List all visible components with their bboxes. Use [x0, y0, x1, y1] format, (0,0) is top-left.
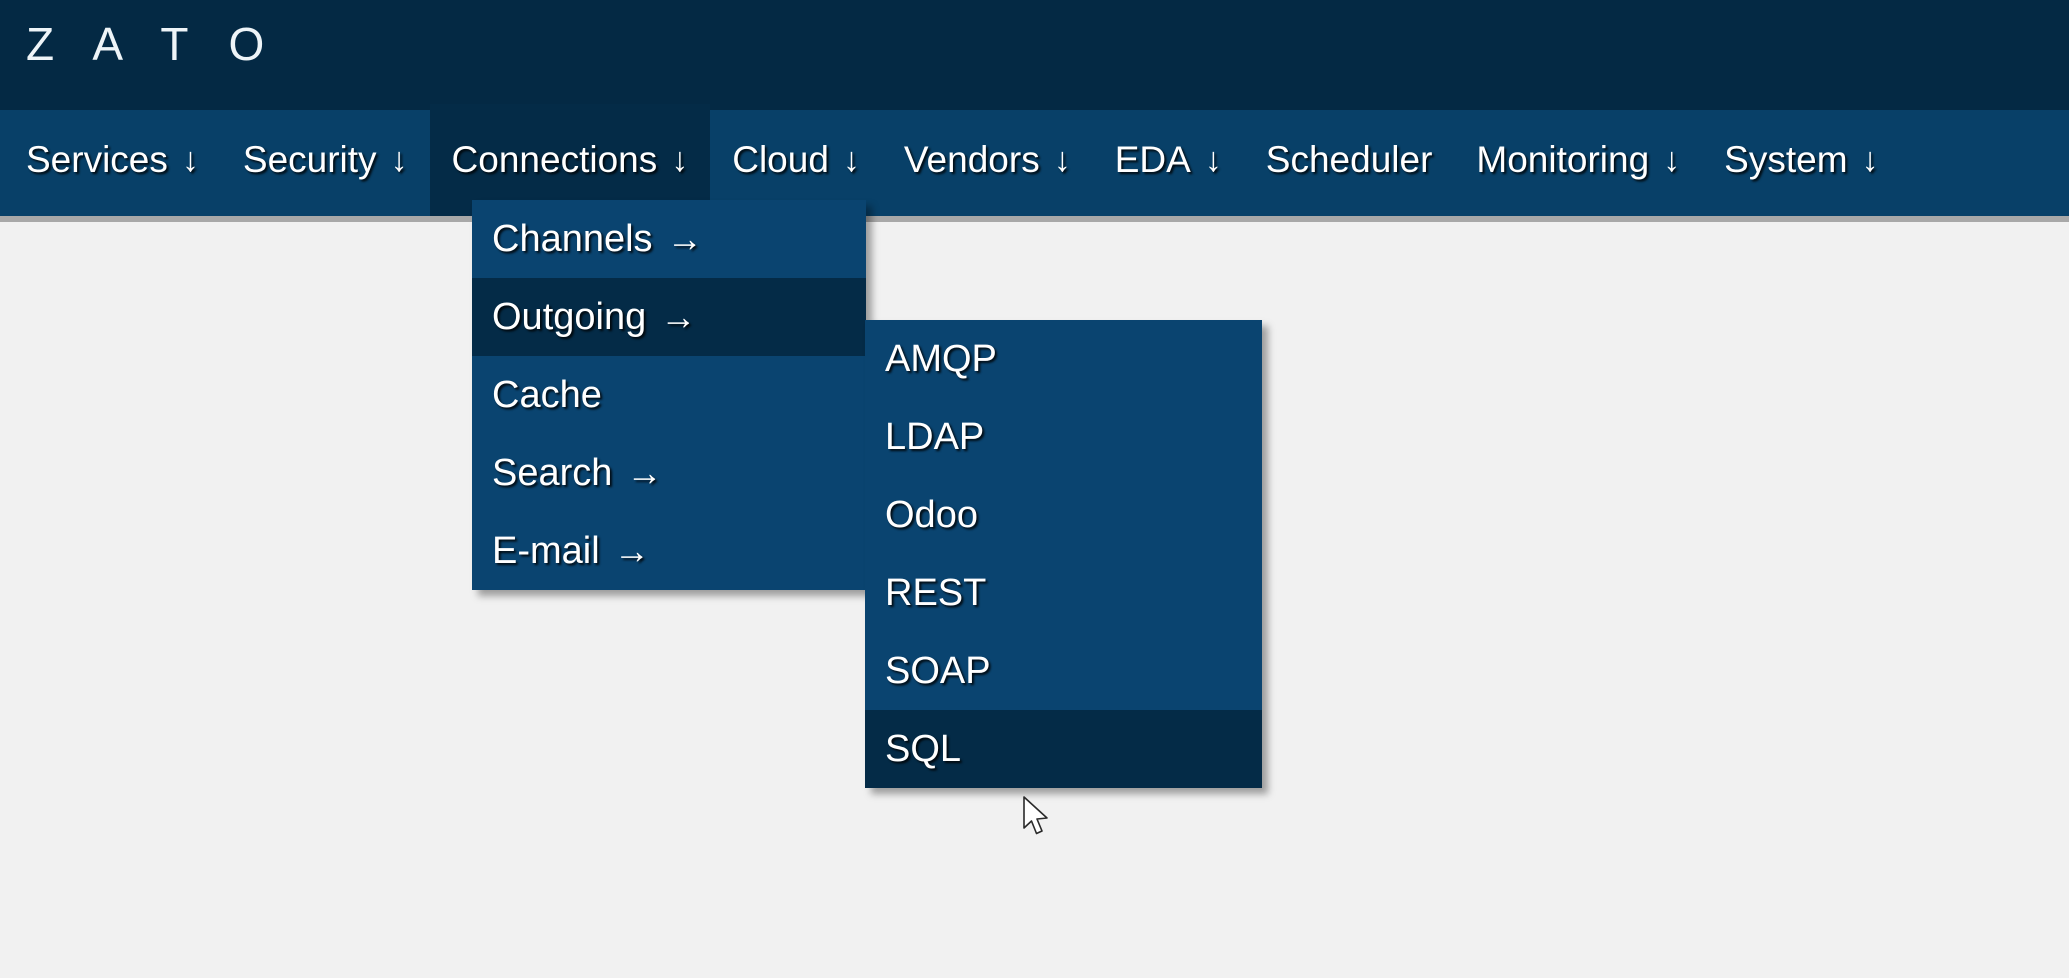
menu-item-label: Odoo — [885, 493, 978, 536]
menu-item-sql[interactable]: SQL — [865, 710, 1262, 788]
menu-item-ldap[interactable]: LDAP — [865, 398, 1262, 476]
chevron-right-icon: → — [660, 296, 697, 337]
nav-item-scheduler[interactable]: Scheduler — [1244, 104, 1455, 216]
menu-item-label: SQL — [885, 727, 962, 770]
nav-item-label: System — [1724, 139, 1848, 180]
chevron-down-icon: ↓ — [842, 140, 860, 179]
nav-item-label: Monitoring — [1476, 139, 1650, 180]
menu-item-soap[interactable]: SOAP — [865, 632, 1262, 710]
chevron-down-icon: ↓ — [671, 140, 689, 179]
menu-item-amqp[interactable]: AMQP — [865, 320, 1262, 398]
menu-item-cache[interactable]: Cache — [472, 356, 866, 434]
chevron-down-icon: ↓ — [1053, 140, 1071, 179]
menu-item-label: LDAP — [885, 415, 985, 458]
nav-item-cloud[interactable]: Cloud ↓ — [710, 104, 882, 216]
chevron-down-icon: ↓ — [1663, 140, 1681, 179]
menu-item-label: REST — [885, 571, 987, 614]
menu-item-odoo[interactable]: Odoo — [865, 476, 1262, 554]
menu-item-outgoing[interactable]: Outgoing → — [472, 278, 866, 356]
menu-item-label: AMQP — [885, 337, 997, 380]
chevron-down-icon: ↓ — [1204, 140, 1222, 179]
menu-item-label: Outgoing — [492, 295, 647, 338]
chevron-down-icon: ↓ — [1861, 140, 1879, 179]
menu-item-label: SOAP — [885, 649, 991, 692]
nav-item-label: Security — [242, 139, 377, 180]
menu-item-label: Channels — [492, 217, 653, 260]
nav-item-label: EDA — [1114, 139, 1191, 180]
nav-item-label: Vendors — [903, 139, 1040, 180]
nav-item-services[interactable]: Services ↓ — [0, 104, 221, 216]
menu-item-rest[interactable]: REST — [865, 554, 1262, 632]
chevron-down-icon: ↓ — [390, 140, 408, 179]
mouse-cursor-icon — [1023, 796, 1048, 835]
nav-item-vendors[interactable]: Vendors ↓ — [882, 104, 1093, 216]
menu-item-label: E-mail — [492, 529, 600, 572]
nav-item-label: Connections — [451, 139, 658, 180]
menu-item-search[interactable]: Search → — [472, 434, 866, 512]
zato-logo[interactable]: Z A T O — [26, 18, 279, 70]
nav-item-label: Scheduler — [1265, 139, 1433, 180]
nav-item-label: Services — [26, 139, 168, 180]
menu-item-e-mail[interactable]: E-mail → — [472, 512, 866, 590]
chevron-right-icon: → — [666, 218, 703, 259]
nav-item-monitoring[interactable]: Monitoring ↓ — [1454, 104, 1702, 216]
menu-item-label: Cache — [492, 373, 602, 416]
nav-item-eda[interactable]: EDA ↓ — [1093, 104, 1244, 216]
chevron-right-icon: → — [626, 452, 663, 493]
nav-item-system[interactable]: System ↓ — [1702, 104, 1900, 216]
nav-item-label: Cloud — [732, 139, 829, 180]
menu-item-label: Search — [492, 451, 613, 494]
chevron-right-icon: → — [613, 530, 650, 571]
main-navigation: Services↓Security↓Connections↓Cloud↓Vend… — [0, 104, 2069, 222]
nav-item-connections[interactable]: Connections ↓ — [429, 104, 711, 216]
chevron-down-icon: ↓ — [181, 140, 199, 179]
nav-item-security[interactable]: Security ↓ — [221, 104, 430, 216]
app-header: Z A T O — [0, 0, 2069, 110]
menu-item-channels[interactable]: Channels → — [472, 200, 866, 278]
